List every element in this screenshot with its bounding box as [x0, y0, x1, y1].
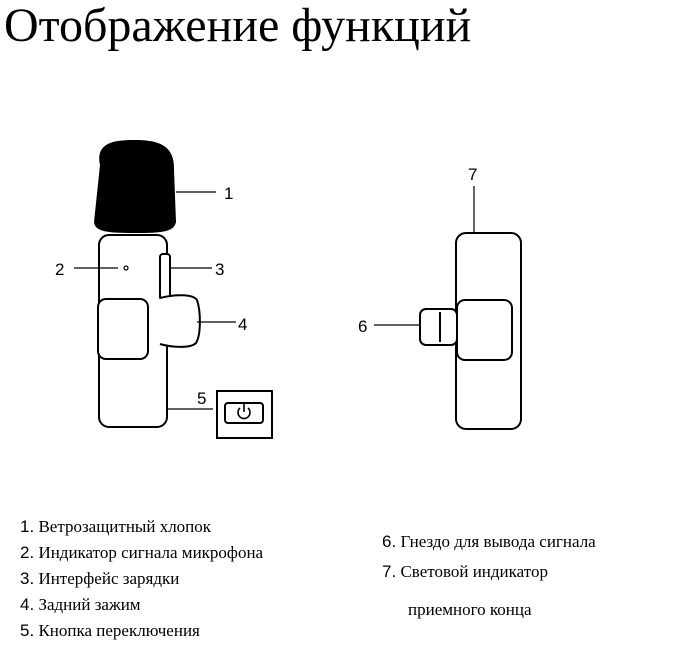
- front-pad: [97, 298, 149, 360]
- legend-text: приемного конца: [408, 600, 532, 619]
- legend-item: 4. Задний зажим: [20, 595, 141, 615]
- legend-number: 5.: [20, 621, 35, 640]
- legend-item: 6. Гнездо для вывода сигнала: [382, 532, 596, 552]
- legend-item: 2. Индикатор сигнала микрофона: [20, 543, 263, 563]
- legend-text: Кнопка переключения: [38, 621, 200, 640]
- legend-number: 6.: [382, 532, 397, 551]
- callout-1: 1: [224, 184, 233, 203]
- page-title: Отображение функций: [4, 0, 472, 52]
- receiver-device: [419, 232, 522, 430]
- legend-text: Ветрозащитный хлопок: [38, 517, 212, 536]
- legend-item: приемного конца: [408, 600, 532, 620]
- legend-item: 7. Световой индикатор: [382, 562, 548, 582]
- callout-2: 2: [55, 260, 64, 279]
- charging-port: [159, 253, 171, 301]
- legend-item: 5. Кнопка переключения: [20, 621, 200, 641]
- back-clip: [159, 294, 201, 348]
- legend-text: Световой индикатор: [400, 562, 548, 581]
- legend-item: 1. Ветрозащитный хлопок: [20, 517, 211, 537]
- legend-text: Гнездо для вывода сигнала: [400, 532, 596, 551]
- leader-lines: [74, 186, 475, 410]
- legend-number: 2.: [20, 543, 35, 562]
- transmitter-device: [94, 140, 273, 439]
- power-icon: [237, 404, 251, 420]
- legend-text: Индикатор сигнала микрофона: [38, 543, 264, 562]
- callout-4: 4: [238, 315, 247, 334]
- legend-number: 3.: [20, 569, 35, 588]
- legend-text: Интерфейс зарядки: [38, 569, 180, 588]
- legend-number: 7.: [382, 562, 397, 581]
- callout-7: 7: [468, 165, 477, 184]
- receiver-front-pad: [456, 299, 513, 361]
- callout-6: 6: [358, 317, 367, 336]
- callout-3: 3: [215, 260, 224, 279]
- switch-key[interactable]: [224, 402, 264, 424]
- callout-5: 5: [197, 389, 206, 408]
- legend-number: 1.: [20, 517, 35, 536]
- legend-text: Задний зажим: [38, 595, 141, 614]
- mic-indicator: [123, 265, 129, 271]
- windscreen-foam: [94, 140, 176, 233]
- legend-number: 4.: [20, 595, 35, 614]
- signal-output-jack: [419, 308, 458, 346]
- legend-item: 3. Интерфейс зарядки: [20, 569, 179, 589]
